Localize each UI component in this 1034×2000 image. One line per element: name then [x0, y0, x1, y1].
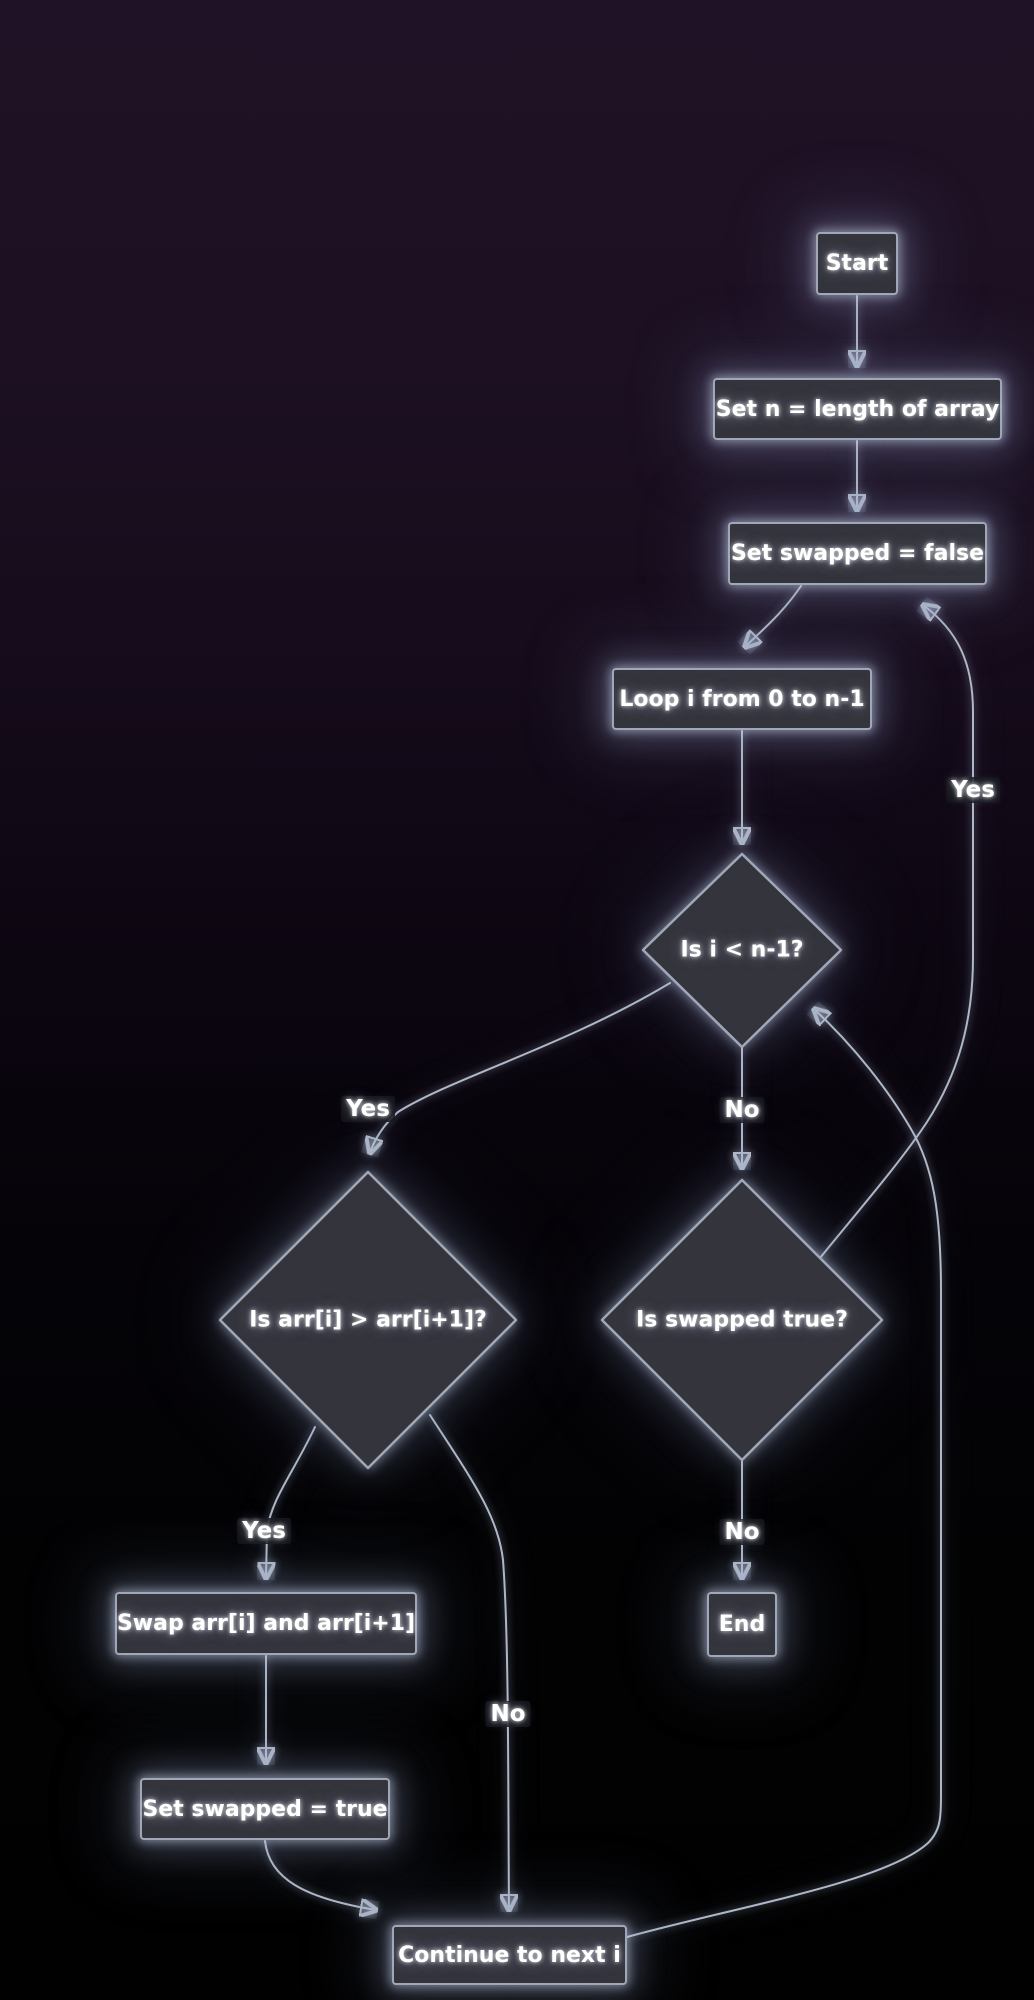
node-set-n-label: Set n = length of array — [715, 396, 1000, 422]
decision-is-swapped — [600, 1178, 884, 1462]
node-loop-label: Loop i from 0 to n-1 — [619, 686, 865, 712]
edge-continue-loopback-to-icheck — [626, 1009, 942, 1938]
edge-label-yes-swapped-loop: Yes — [946, 777, 1000, 803]
decision-is-i-lt-n1-label: Is i < n-1? — [680, 937, 804, 963]
decision-is-swapped-label: Is swapped true? — [636, 1307, 848, 1333]
edge-label-yes-swap: Yes — [237, 1518, 291, 1544]
edge-setswappedtrue-to-continue — [264, 1840, 376, 1910]
node-loop: Loop i from 0 to n-1 — [612, 668, 872, 730]
decision-is-i-lt-n1 — [641, 852, 843, 1049]
node-end-label: End — [718, 1612, 766, 1637]
node-continue-label: Continue to next i — [398, 1942, 621, 1968]
node-start: Start — [816, 232, 898, 295]
node-swap-label: Swap arr[i] and arr[i+1] — [116, 1611, 416, 1636]
edge-swappedcheck-yes-to-setswappedfalse — [819, 605, 974, 1259]
node-set-swapped-false: Set swapped = false — [728, 522, 987, 585]
node-swap: Swap arr[i] and arr[i+1] — [115, 1592, 417, 1655]
node-set-swapped-true-label: Set swapped = true — [142, 1796, 388, 1822]
edge-label-yes-compare: Yes — [341, 1096, 395, 1122]
edge-label-no-i-check: No — [719, 1097, 765, 1123]
node-set-swapped-true: Set swapped = true — [140, 1778, 390, 1840]
node-set-swapped-false-label: Set swapped = false — [730, 541, 985, 566]
edge-icheck-yes-to-compare — [370, 982, 671, 1153]
node-set-n: Set n = length of array — [713, 378, 1002, 440]
edge-compare-yes-to-swap — [266, 1426, 316, 1578]
edge-label-no-continue: No — [485, 1701, 531, 1727]
edge-setswappedfalse-to-loop — [745, 585, 802, 647]
node-continue: Continue to next i — [392, 1925, 627, 1985]
decision-is-arr-gt — [218, 1170, 518, 1470]
node-end: End — [707, 1592, 777, 1657]
edge-label-no-end: No — [719, 1519, 765, 1545]
decision-is-arr-gt-label: Is arr[i] > arr[i+1]? — [249, 1307, 487, 1333]
edge-compare-no-to-continue — [429, 1414, 509, 1910]
node-start-label: Start — [825, 251, 889, 276]
